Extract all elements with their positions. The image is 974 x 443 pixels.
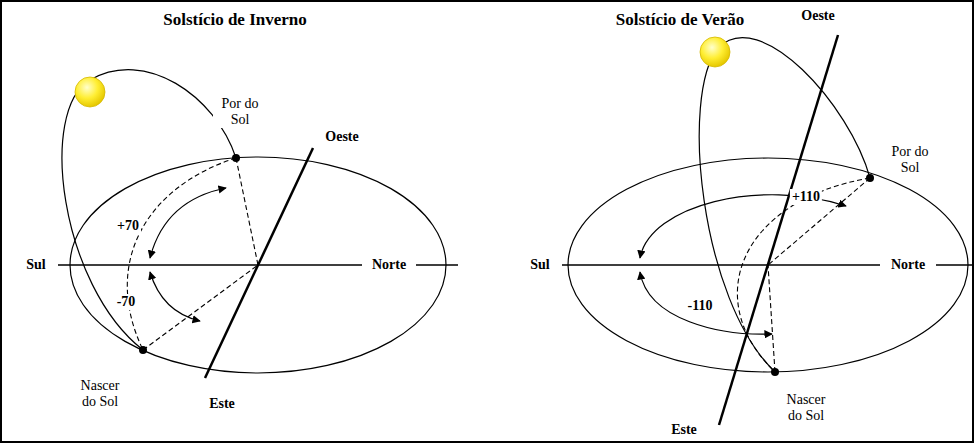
panel-heading: Solstício de Verão	[616, 10, 744, 30]
event-label: Por do Sol	[883, 144, 937, 176]
angle-arrow	[640, 272, 772, 334]
sunrise-point	[139, 346, 147, 354]
direction-label: Norte	[372, 257, 406, 273]
summer-panel	[562, 35, 972, 425]
angle-label: -110	[686, 298, 715, 314]
angle-label: -70	[115, 294, 138, 310]
sun	[75, 77, 105, 107]
direction-label: Este	[207, 396, 237, 412]
azimuth-lines	[143, 158, 258, 350]
angle-label: +110	[790, 189, 822, 205]
sunrise-point	[771, 368, 779, 376]
sunset-point	[866, 174, 874, 182]
direction-label: Sul	[530, 257, 549, 273]
winter-panel	[58, 70, 458, 378]
angle-arrow	[150, 272, 200, 321]
angle-arrow	[150, 188, 226, 258]
angle-label: +70	[115, 218, 141, 234]
east-west-axis	[205, 148, 313, 378]
sun-path	[62, 70, 236, 350]
azimuth-lines	[768, 178, 870, 372]
event-label: Nascer do Sol	[70, 378, 130, 410]
direction-label: Oeste	[799, 8, 836, 24]
direction-label: Sul	[26, 257, 45, 273]
direction-label: Norte	[891, 257, 925, 273]
sun-path	[699, 38, 870, 372]
event-label: Por do Sol	[213, 96, 267, 128]
sun-path-projection	[737, 178, 870, 372]
east-west-axis	[719, 35, 838, 425]
panel-heading: Solstício de Inverno	[163, 10, 307, 30]
direction-label: Oeste	[323, 129, 360, 145]
event-label: Nascer do Sol	[776, 392, 836, 424]
direction-label: Este	[669, 422, 699, 438]
sun	[700, 37, 730, 67]
sunset-point	[232, 154, 240, 162]
